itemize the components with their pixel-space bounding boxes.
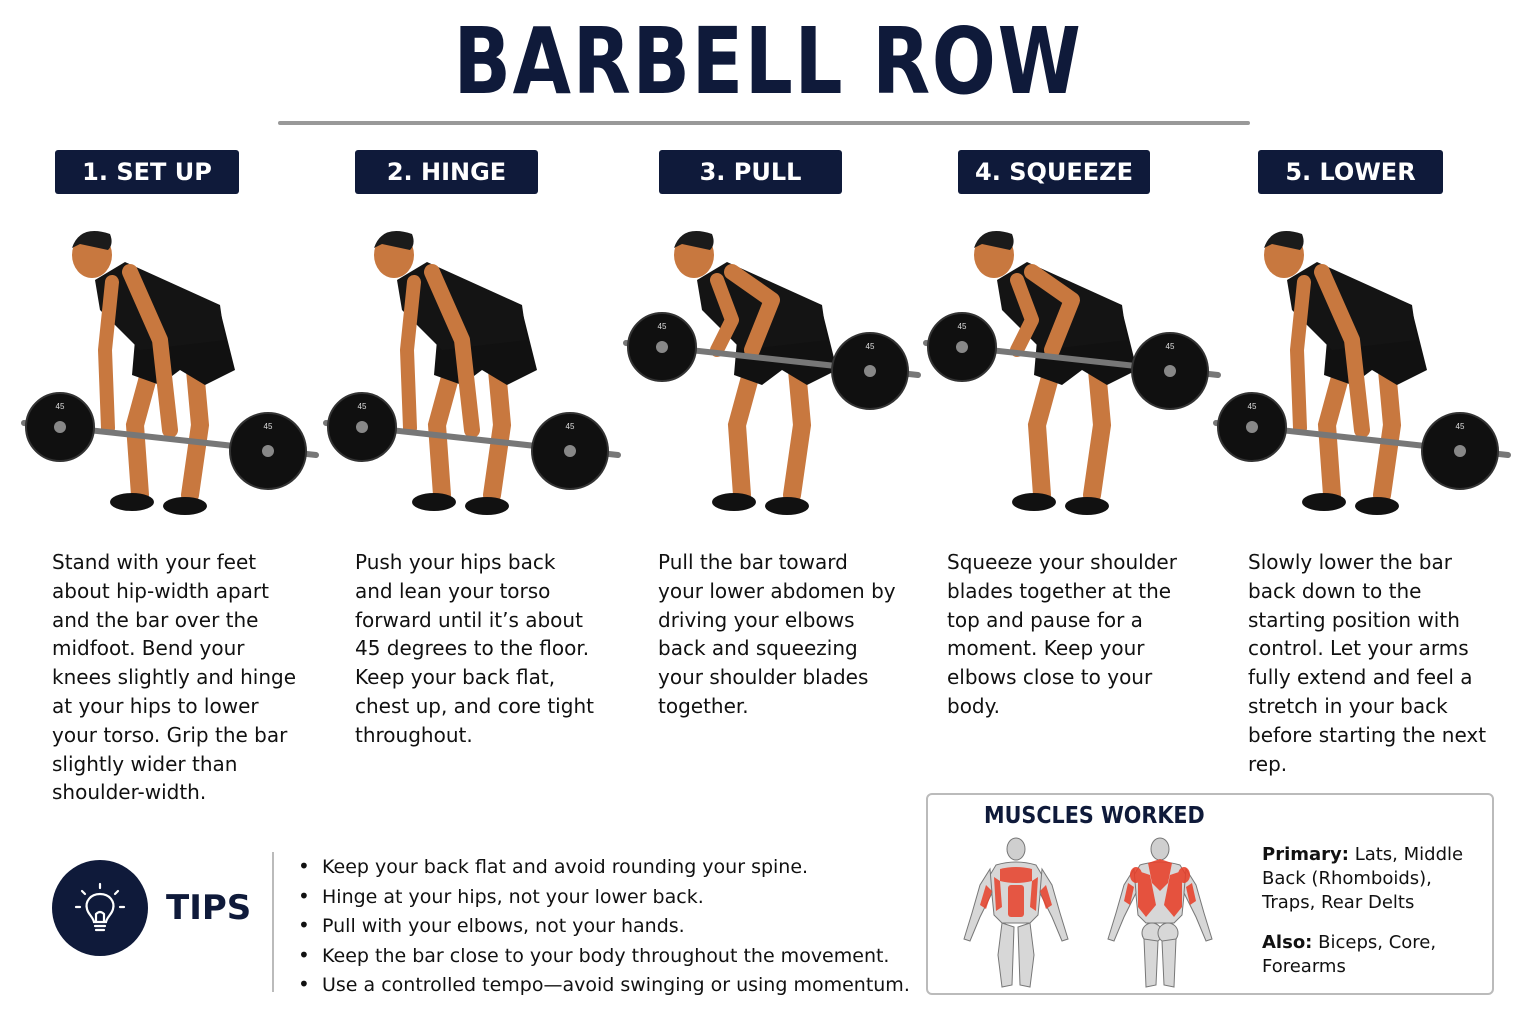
svg-text:45: 45 bbox=[358, 402, 367, 411]
step-5-figure: 45 45 bbox=[1212, 210, 1512, 540]
svg-text:45: 45 bbox=[566, 422, 575, 431]
tip-item: Keep your back flat and avoid rounding y… bbox=[298, 852, 910, 882]
muscles-worked-panel: MUSCLES WORKED bbox=[926, 793, 1494, 995]
page-title: BARBELL ROW bbox=[453, 8, 1083, 115]
lightbulb-icon bbox=[52, 860, 148, 956]
tips-divider bbox=[272, 852, 274, 992]
tips-list: Keep your back flat and avoid rounding y… bbox=[298, 852, 910, 1000]
step-label-4: 4. SQUEEZE bbox=[958, 150, 1150, 194]
primary-muscles: Lats, Middle Back (Rhomboids), Traps, Re… bbox=[1262, 844, 1464, 913]
tips-title: TIPS bbox=[166, 888, 252, 928]
step-label-2: 2. HINGE bbox=[355, 150, 538, 194]
svg-text:45: 45 bbox=[264, 422, 273, 431]
muscles-description: Primary: Lats, Middle Back (Rhomboids), … bbox=[1262, 843, 1487, 979]
step-2-description: Push your hips back and lean your torso … bbox=[355, 550, 594, 747]
back-anatomy-diagram bbox=[1107, 837, 1213, 988]
step-4-description: Squeeze your shoulder blades together at… bbox=[947, 550, 1177, 718]
step-3-figure: 45 45 bbox=[622, 210, 922, 540]
step-label-3: 3. PULL bbox=[659, 150, 842, 194]
step-3-description: Pull the bar toward your lower abdomen b… bbox=[658, 550, 896, 718]
tip-item: Pull with your elbows, not your hands. bbox=[298, 911, 910, 941]
also-label: Also: bbox=[1262, 932, 1313, 953]
tip-item: Hinge at your hips, not your lower back. bbox=[298, 882, 910, 912]
step-5-description: Slowly lower the bar back down to the st… bbox=[1248, 550, 1487, 776]
front-anatomy-diagram bbox=[963, 837, 1069, 988]
step-4-figure: 45 45 bbox=[922, 210, 1222, 540]
primary-label: Primary: bbox=[1262, 844, 1349, 865]
tip-item: Use a controlled tempo—avoid swinging or… bbox=[298, 970, 910, 1000]
tip-item: Keep the bar close to your body througho… bbox=[298, 941, 910, 971]
title-divider bbox=[278, 121, 1250, 125]
svg-text:45: 45 bbox=[1248, 402, 1257, 411]
svg-text:45: 45 bbox=[958, 322, 967, 331]
svg-text:45: 45 bbox=[658, 322, 667, 331]
step-2-figure: 45 45 bbox=[322, 210, 622, 540]
muscles-worked-title: MUSCLES WORKED bbox=[984, 803, 1205, 829]
svg-text:45: 45 bbox=[56, 402, 65, 411]
step-1-description: Stand with your feet about hip-width apa… bbox=[52, 550, 297, 805]
secondary-muscles: Biceps, Core, Forearms bbox=[1262, 932, 1437, 977]
step-label-5: 5. LOWER bbox=[1258, 150, 1443, 194]
svg-text:45: 45 bbox=[1166, 342, 1175, 351]
svg-text:45: 45 bbox=[866, 342, 875, 351]
step-label-1: 1. SET UP bbox=[55, 150, 239, 194]
svg-text:45: 45 bbox=[1456, 422, 1465, 431]
step-1-figure: 45 45 bbox=[20, 210, 320, 540]
